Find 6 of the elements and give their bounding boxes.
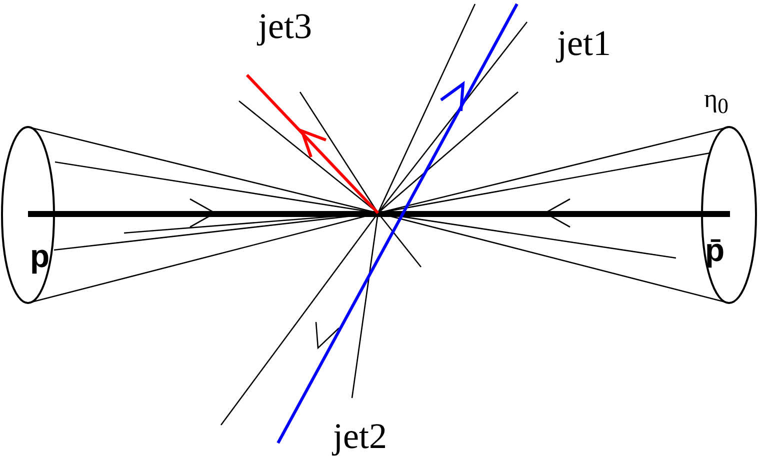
eta-label: η$_{0}$ <box>704 86 728 118</box>
particle-label: p̄ <box>705 234 725 266</box>
jet-label: jet3 <box>258 8 312 44</box>
particle-label: p <box>30 240 50 272</box>
jet-label: jet1 <box>557 25 611 61</box>
jet-label: jet2 <box>333 418 387 454</box>
